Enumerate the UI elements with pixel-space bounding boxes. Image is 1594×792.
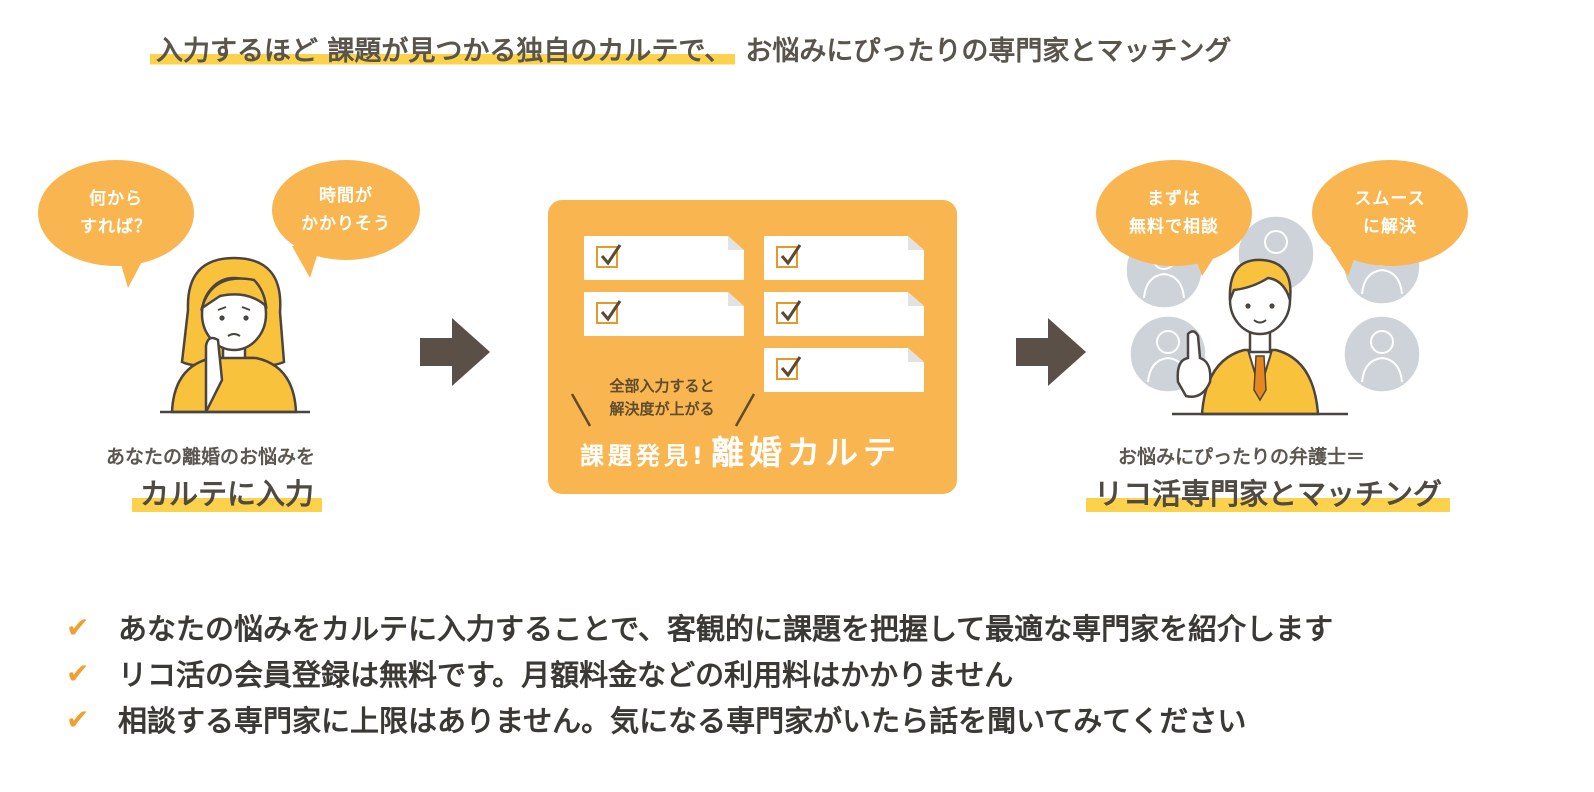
lawyer-illustration	[1172, 258, 1348, 416]
check-icon: ✔	[66, 656, 90, 690]
feature-text: リコ活の会員登録は無料です。月額料金などの利用料はかかりません	[118, 658, 1014, 692]
bubble-line: 無料で相談	[1129, 217, 1219, 237]
feature-text: あなたの悩みをカルテに入力することで、客観的に課題を把握して最適な専門家を紹介し…	[118, 612, 1334, 646]
right-caption-big: リコ活専門家とマッチング	[1086, 474, 1451, 514]
left-caption-small: あなたの離婚のお悩みを	[106, 446, 316, 468]
right-arrow-icon	[420, 318, 490, 386]
checklist-sheet	[764, 292, 924, 336]
headline-rest: お悩みにぴったりの専門家とマッチング	[745, 36, 1232, 67]
left-caption-big: カルテに入力	[132, 474, 323, 514]
right-caption-small: お悩みにぴったりの弁護士＝	[1118, 446, 1366, 468]
checkbox-checked-icon	[596, 300, 622, 324]
list-item: ✔ あなたの悩みをカルテに入力することで、客観的に課題を把握して最適な専門家を紹…	[66, 604, 1333, 650]
karte-title-prefix: 課題発見!	[580, 442, 707, 470]
headline-highlight: 入力するほど 課題が見つかる独自のカルテで、	[150, 36, 736, 67]
check-icon: ✔	[66, 702, 90, 736]
speech-bubble-takes-time: 時間が かかりそう	[272, 160, 420, 260]
list-item: ✔ リコ活の会員登録は無料です。月額料金などの利用料はかかりません	[66, 650, 1333, 696]
bubble-line: に解決	[1363, 217, 1417, 237]
checkbox-checked-icon	[596, 244, 622, 268]
bubble-line: まずは	[1147, 189, 1201, 209]
checkbox-checked-icon	[776, 356, 802, 380]
feature-text: 相談する専門家に上限はありません。気になる専門家がいたら話を聞いてみてください	[118, 704, 1247, 738]
checkbox-checked-icon	[776, 244, 802, 268]
checkbox-checked-icon	[776, 300, 802, 324]
speech-bubble-free-consultation: まずは 無料で相談	[1096, 160, 1252, 266]
bubble-line: かかりそう	[301, 214, 391, 234]
list-item: ✔ 相談する専門家に上限はありません。気になる専門家がいたら話を聞いてみてくださ…	[66, 696, 1333, 742]
karte-title: 課題発見!離婚カルテ	[580, 426, 901, 474]
karte-note-line: 全部入力すると	[609, 377, 715, 395]
bubble-line: スムース	[1354, 189, 1426, 209]
checklist-sheet	[584, 236, 744, 280]
emphasis-lines-icon	[570, 393, 756, 427]
bubble-line: 何から	[89, 189, 143, 209]
page-headline: 入力するほど 課題が見つかる独自のカルテで、お悩みにぴったりの専門家とマッチング	[150, 30, 1231, 74]
check-icon: ✔	[66, 610, 90, 644]
checklist-sheet	[764, 348, 924, 392]
bubble-tail	[1192, 248, 1220, 276]
speech-bubble-where-to-start: 何から すれば？	[38, 160, 194, 266]
checklist-sheet	[584, 292, 744, 336]
feature-list: ✔ あなたの悩みをカルテに入力することで、客観的に課題を把握して最適な専門家を紹…	[66, 604, 1333, 742]
bubble-tail	[118, 254, 146, 288]
karte-note: 全部入力すると 解決度が上がる	[596, 375, 728, 421]
divorce-karte-card: 全部入力すると 解決度が上がる 課題発見!離婚カルテ	[548, 200, 957, 494]
karte-title-main: 離婚カルテ	[710, 433, 901, 472]
checklist-sheet	[764, 236, 924, 280]
karte-note-line: 解決度が上がる	[609, 400, 715, 418]
bubble-tail	[292, 246, 320, 278]
bubble-tail	[1330, 248, 1358, 276]
bubble-line: 時間が	[319, 186, 373, 206]
right-arrow-icon	[1016, 318, 1086, 386]
worried-woman-illustration	[160, 256, 310, 414]
bubble-line: すれば？	[80, 217, 152, 237]
